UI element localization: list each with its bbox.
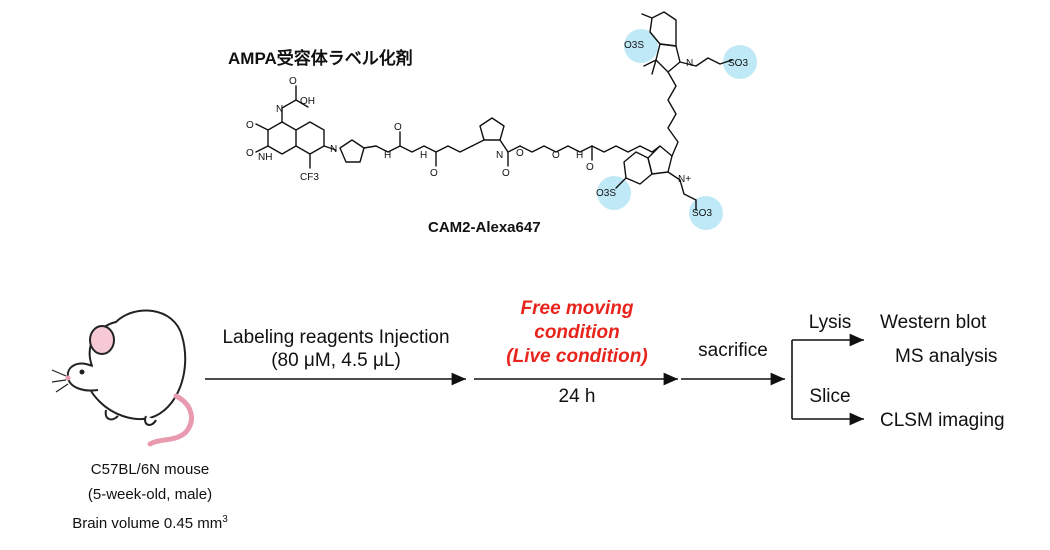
atom-n: N xyxy=(330,144,337,155)
mouse-foot xyxy=(104,409,119,421)
ms-analysis-label: MS analysis xyxy=(895,346,998,367)
lysis-label: Lysis xyxy=(808,312,852,333)
brain-volume-text: Brain volume 0.45 mm xyxy=(72,515,223,532)
live-condition-label: (Live condition) xyxy=(506,346,648,367)
atom-n: N xyxy=(496,150,503,161)
sulfonate-halo xyxy=(624,29,658,63)
atom-o: O xyxy=(394,122,402,133)
brain-volume-exponent: 3 xyxy=(222,514,228,525)
atom-o: O xyxy=(502,168,510,179)
indole-upper-6ring xyxy=(649,11,677,47)
atom-o: O xyxy=(246,120,254,131)
atom-o3s: O3S xyxy=(624,40,644,51)
polymethine-chain xyxy=(667,71,679,157)
mouse-ear xyxy=(89,325,115,355)
clsm-imaging-label: CLSM imaging xyxy=(880,410,1005,431)
atom-h: H xyxy=(576,150,583,161)
atom-nh: NH xyxy=(258,152,272,163)
atom-n: N xyxy=(686,58,693,69)
peg-linker xyxy=(507,145,593,153)
slice-label: Slice xyxy=(809,386,851,407)
mouse-caption: C57BL/6N mouse (5-week-old, male) Brain … xyxy=(30,457,270,536)
duration-label: 24 h xyxy=(558,386,596,407)
mouse-strain: C57BL/6N mouse xyxy=(90,461,210,478)
linker-chain xyxy=(375,145,473,153)
mouse-age-sex: (5-week-old, male) xyxy=(87,486,213,503)
mouse-foot xyxy=(144,415,157,426)
sulfonate-halo xyxy=(689,196,723,230)
sacrifice-label: sacrifice xyxy=(698,340,768,361)
atom-o: O xyxy=(246,148,254,159)
mouse-brain-volume: Brain volume 0.45 mm3 xyxy=(30,507,270,536)
mouse-nose xyxy=(65,375,71,381)
atom-h: H xyxy=(384,150,391,161)
atom-o3s: O3S xyxy=(596,188,616,199)
injection-label: Labeling reagents Injection xyxy=(222,327,450,348)
mouse-whiskers xyxy=(51,369,69,393)
atom-cf3: CF3 xyxy=(300,172,319,183)
atom-oh: OH xyxy=(300,96,315,107)
atom-o: O xyxy=(552,150,560,161)
atom-nplus: N+ xyxy=(678,174,691,185)
western-blot-label: Western blot xyxy=(880,312,987,333)
mouse-eye xyxy=(79,369,85,375)
indole-lower-5ring xyxy=(647,145,673,175)
atom-n: N xyxy=(276,104,283,115)
atom-o: O xyxy=(586,162,594,173)
reagent-heading: AMPA受容体ラベル化剤 xyxy=(228,49,413,68)
atom-o: O xyxy=(289,76,297,87)
reagent-name: CAM2-Alexa647 xyxy=(428,219,541,236)
atom-h: H xyxy=(420,150,427,161)
atom-o: O xyxy=(430,168,438,179)
sulfonate-halo xyxy=(723,45,757,79)
benzo-ring xyxy=(295,121,325,155)
free-moving-label: condition xyxy=(534,322,620,343)
atom-so3: SO3 xyxy=(692,208,712,219)
free-moving-label: Free moving xyxy=(520,298,634,319)
atom-so3: SO3 xyxy=(728,58,748,69)
atom-o: O xyxy=(516,148,524,159)
hexyl-chain xyxy=(591,145,661,153)
pyrrole-ring xyxy=(339,139,365,163)
sulfonate-halo xyxy=(597,176,631,210)
imidazole-ring xyxy=(479,117,505,141)
injection-detail: (80 μM, 4.5 μL) xyxy=(271,350,401,371)
indole-lower-6ring xyxy=(623,151,653,185)
mouse-tail xyxy=(147,393,194,447)
